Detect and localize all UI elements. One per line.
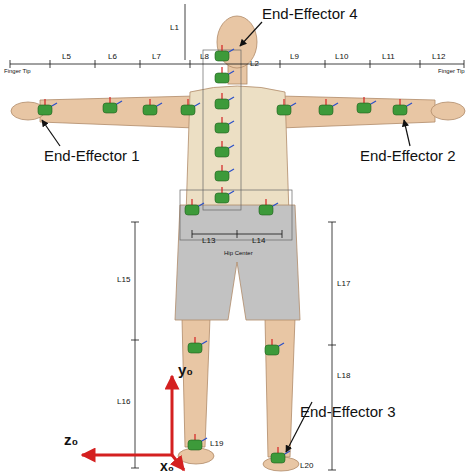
dimension-tick (131, 222, 139, 223)
axis-label: x₀ (160, 459, 174, 474)
joint-frame (188, 337, 207, 353)
joint-frame (215, 45, 234, 61)
joint-frame (215, 165, 234, 181)
callout-label: End-Effector 3 (300, 404, 396, 421)
joint-frame (259, 199, 278, 215)
dimension-label: L12 (432, 53, 445, 62)
dimension-label: L15 (117, 276, 130, 285)
dimension-tick (140, 60, 141, 68)
arm-dimension-line (10, 64, 464, 65)
joint-frame (215, 141, 234, 157)
dimension-tick (190, 60, 191, 68)
dimension-label: L18 (337, 372, 350, 381)
dimension-tick (328, 222, 336, 223)
joint-frame (103, 97, 122, 113)
right-arm (280, 96, 435, 128)
end-label: Finger Tip (438, 68, 465, 75)
dimension-label: L20 (300, 462, 313, 471)
joint-frame (38, 99, 57, 115)
dimension-label: L2 (250, 60, 259, 69)
callout-label: End-Effector 2 (360, 148, 456, 165)
dimension-tick (282, 230, 283, 238)
dimension-label: L17 (337, 280, 350, 289)
joint-frame (265, 339, 284, 355)
dimension-label: L14 (252, 237, 265, 246)
shorts (175, 205, 300, 320)
joint-frame (185, 199, 204, 215)
joint-frame (215, 117, 234, 133)
joint-frame (277, 99, 296, 115)
leader-arrow (240, 22, 262, 46)
dimension-tick (50, 60, 51, 68)
leader-arrow (42, 120, 60, 146)
dimension-tick (280, 60, 281, 68)
dimension-label: L6 (108, 53, 117, 62)
left-foot (178, 448, 214, 464)
joint-frame (215, 67, 234, 83)
callout-label: End-Effector 1 (44, 148, 140, 165)
joint-frame (181, 99, 200, 115)
y-axis (171, 376, 174, 455)
dimension-label: L1 (170, 24, 179, 33)
dimension-tick (131, 340, 139, 341)
joint-frame (215, 93, 234, 109)
joint-frame (215, 187, 234, 203)
spine-frame (203, 50, 241, 210)
leader-arrow (404, 120, 410, 146)
dimension-tick (192, 230, 193, 238)
dimension-label: L9 (290, 53, 299, 62)
axis-label: z₀ (64, 432, 78, 449)
joint-frame (143, 99, 162, 115)
joint-frame (357, 97, 376, 113)
joint-frame (319, 99, 338, 115)
dimension-label: L10 (335, 53, 348, 62)
dimension-label: L7 (152, 53, 161, 62)
joint-frame (188, 434, 207, 450)
head-dimension-line (185, 4, 186, 60)
right-hand (431, 102, 465, 120)
dimension-label: L19 (210, 440, 223, 449)
shirt (186, 86, 289, 215)
left-leg (182, 318, 210, 447)
end-label: Finger Tip (4, 68, 31, 75)
dimension-label: L11 (382, 53, 395, 62)
dimension-tick (10, 60, 11, 68)
dimension-tick (95, 60, 96, 68)
dimension-tick (325, 60, 326, 68)
dimension-tick (370, 60, 371, 68)
joint-frame (393, 99, 412, 115)
dimension-tick (131, 468, 139, 469)
left-leg-dimension-line (135, 222, 136, 468)
dimension-label: L16 (117, 398, 130, 407)
dimension-tick (328, 470, 336, 471)
dimension-label: L8 (200, 53, 209, 62)
dimension-tick (237, 230, 238, 238)
dimension-label: L5 (62, 53, 71, 62)
dimension-tick (420, 60, 421, 68)
right-leg-dimension-line (332, 222, 333, 470)
axis-label: y₀ (178, 362, 193, 379)
left-arm (40, 96, 195, 128)
right-leg (265, 318, 295, 457)
dimension-tick (328, 345, 336, 346)
z-axis (82, 454, 172, 457)
point-label: Hip Center (224, 250, 253, 257)
hip-frame (180, 190, 292, 240)
dimension-label: L13 (202, 237, 215, 246)
dimension-tick (464, 60, 465, 68)
callout-label: End-Effector 4 (262, 6, 358, 23)
